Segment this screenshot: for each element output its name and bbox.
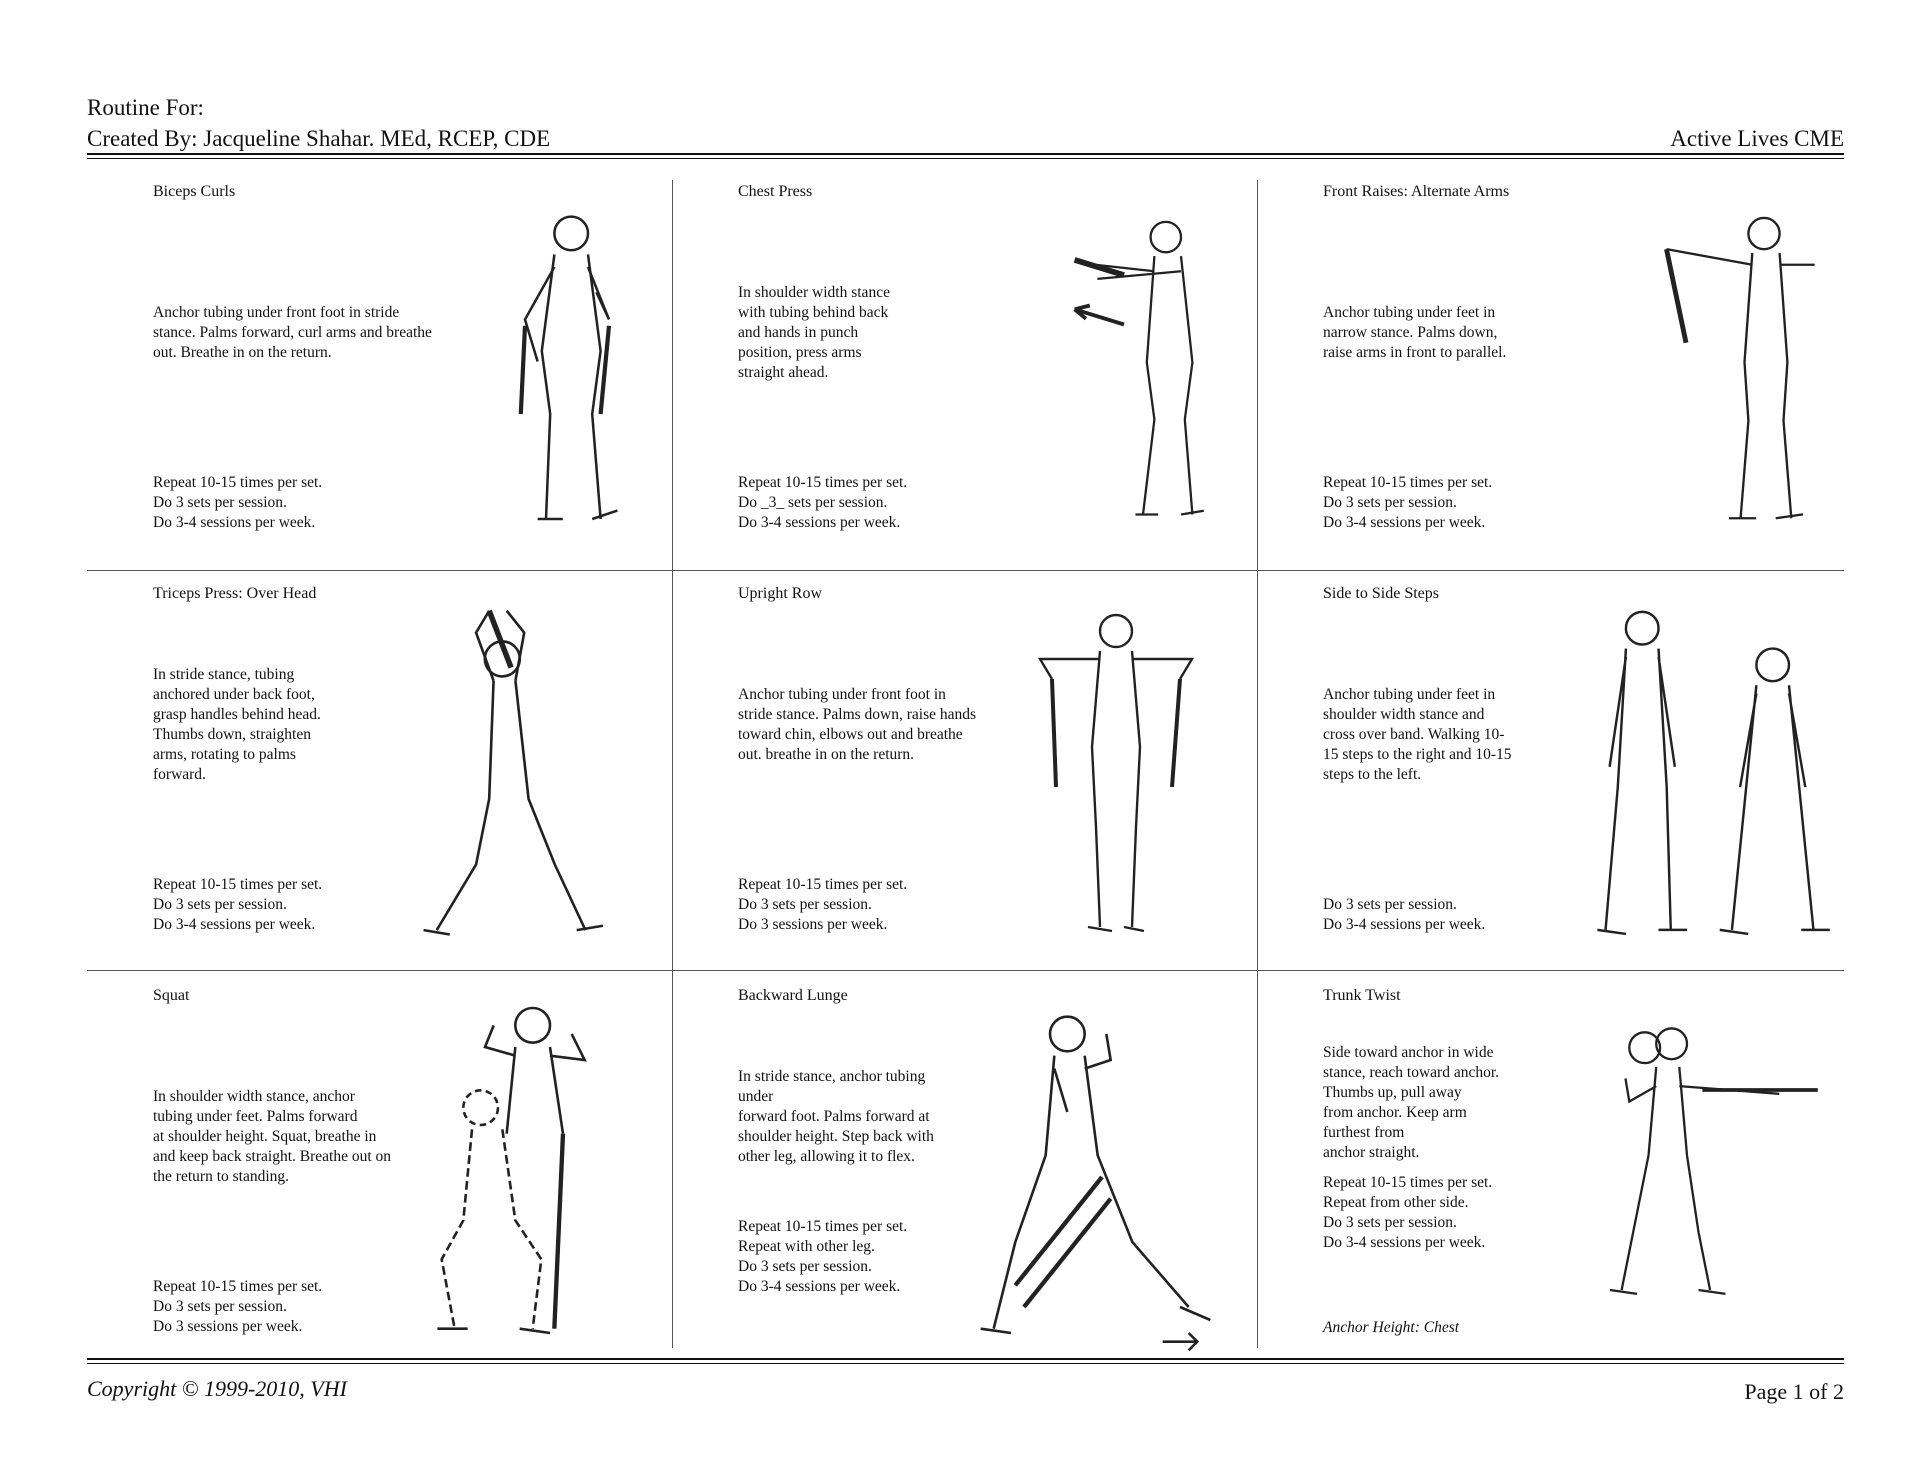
- exercise-description: Anchor tubing under feet in shoulder wid…: [1323, 686, 1512, 783]
- exercise-reps: Repeat 10-15 times per set. Do _3_ sets …: [738, 474, 908, 531]
- anchor-height-note: Anchor Height: Chest: [1323, 1319, 1460, 1336]
- exercise-title: Upright Row: [738, 585, 822, 602]
- exercise-title: Squat: [153, 987, 190, 1004]
- exercise-description: In shoulder width stance with tubing beh…: [738, 284, 890, 381]
- figure-backward-lunge-icon: [972, 1002, 1232, 1352]
- exercise-title: Backward Lunge: [738, 987, 848, 1004]
- exercise-description: Side toward anchor in wide stance, reach…: [1323, 1044, 1500, 1161]
- exercise-grid: Biceps Curls Anchor tubing under front f…: [87, 180, 1844, 1352]
- exercise-card-front-raises: Front Raises: Alternate Arms Anchor tubi…: [1257, 180, 1842, 582]
- exercise-reps: Repeat 10-15 times per set. Repeat from …: [1323, 1174, 1493, 1251]
- standing-figure-triceps-press-icon: [397, 602, 647, 952]
- created-by: Created By: Jacqueline Shahar. MEd, RCEP…: [87, 126, 551, 151]
- footer-rule-thick: [87, 1358, 1844, 1360]
- exercise-card-upright-row: Upright Row Anchor tubing under front fo…: [672, 580, 1257, 982]
- standing-figure-front-raise-icon: [1647, 202, 1842, 542]
- exercise-card-side-steps: Side to Side Steps Anchor tubing under f…: [1257, 580, 1842, 982]
- exercise-description: Anchor tubing under feet in narrow stanc…: [1323, 304, 1507, 361]
- exercise-reps: Repeat 10-15 times per set. Do 3 sets pe…: [153, 876, 323, 933]
- exercise-title: Biceps Curls: [153, 183, 236, 200]
- exercise-title: Triceps Press: Over Head: [153, 585, 317, 602]
- exercise-reps: Repeat 10-15 times per set. Do 3 sets pe…: [153, 474, 323, 531]
- exercise-card-trunk-twist: Trunk Twist Side toward anchor in wide s…: [1257, 980, 1842, 1382]
- figure-trunk-twist-icon: [1587, 1020, 1837, 1310]
- exercise-card-squat: Squat In shoulder width stance, anchor t…: [87, 980, 672, 1382]
- standing-figure-biceps-curl-icon: [462, 202, 672, 542]
- row-divider: [87, 970, 1844, 971]
- exercise-description: In shoulder width stance, anchor tubing …: [153, 1088, 392, 1185]
- copyright: Copyright © 1999-2010, VHI: [87, 1376, 347, 1401]
- exercise-reps: Repeat 10-15 times per set. Do 3 sets pe…: [738, 876, 908, 933]
- exercise-reps: Repeat 10-15 times per set. Do 3 sets pe…: [1323, 474, 1493, 531]
- organization-name: Active Lives CME: [1670, 126, 1844, 151]
- exercise-title: Side to Side Steps: [1323, 585, 1440, 602]
- exercise-description: In stride stance, tubing anchored under …: [153, 666, 321, 783]
- routine-label: Routine For:: [87, 95, 204, 120]
- column-divider: [1257, 180, 1258, 1348]
- exercise-card-triceps-press: Triceps Press: Over Head In stride stanc…: [87, 580, 672, 982]
- exercise-title: Front Raises: Alternate Arms: [1323, 183, 1510, 200]
- exercise-title: Chest Press: [738, 183, 813, 200]
- exercise-description: In stride stance, anchor tubing under fo…: [738, 1068, 934, 1165]
- page-header: Routine For: Created By: Jacqueline Shah…: [87, 92, 550, 154]
- header-rule-thin: [87, 158, 1844, 159]
- header-rule-thick: [87, 153, 1844, 155]
- two-figures-side-steps-icon: [1577, 602, 1842, 952]
- exercise-title: Trunk Twist: [1323, 987, 1401, 1004]
- exercise-reps: Repeat 10-15 times per set. Repeat with …: [738, 1218, 908, 1295]
- figure-squat-icon: [407, 1002, 667, 1352]
- footer-rule-thin: [87, 1363, 1844, 1364]
- exercise-card-backward-lunge: Backward Lunge In stride stance, anchor …: [672, 980, 1257, 1382]
- exercise-card-chest-press: Chest Press In shoulder width stance wit…: [672, 180, 1257, 582]
- column-divider: [672, 180, 673, 1348]
- exercise-reps: Do 3 sets per session. Do 3-4 sessions p…: [1323, 896, 1486, 933]
- exercise-description: Anchor tubing under front foot in stride…: [153, 304, 432, 361]
- standing-figure-chest-press-icon: [1067, 202, 1257, 542]
- exercise-description: Anchor tubing under front foot in stride…: [738, 686, 977, 763]
- row-divider: [87, 570, 1844, 571]
- page-number: Page 1 of 2: [1744, 1379, 1844, 1404]
- standing-figure-upright-row-icon: [1012, 602, 1212, 952]
- exercise-card-biceps-curls: Biceps Curls Anchor tubing under front f…: [87, 180, 672, 582]
- exercise-reps: Repeat 10-15 times per set. Do 3 sets pe…: [153, 1278, 323, 1335]
